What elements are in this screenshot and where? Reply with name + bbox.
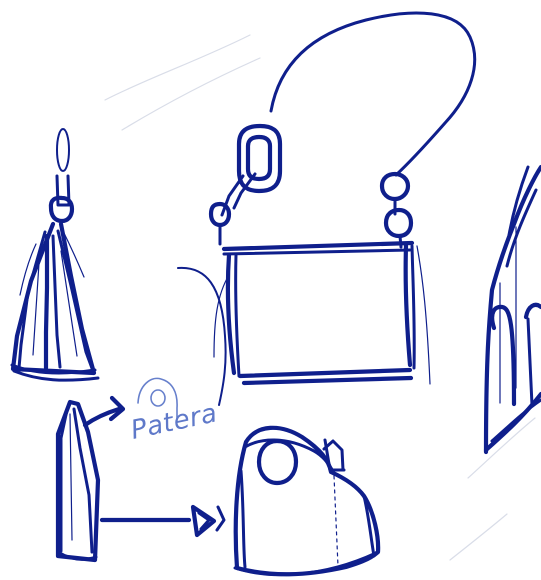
- bottle-highlight: [70, 414, 72, 540]
- faint-guide-line: [468, 418, 535, 478]
- hanger-cable: [271, 13, 475, 175]
- faint-guide-line: [122, 58, 260, 130]
- arrow-head-lower-mark: [217, 507, 224, 530]
- sign-right-edge: [406, 246, 410, 365]
- bag-center-stroke: [46, 236, 47, 368]
- left-clip: [211, 204, 229, 225]
- background-guide-lines: [105, 35, 535, 560]
- tower-arch-right-inner: [528, 319, 532, 405]
- tower-arch-left: [492, 307, 514, 404]
- shopping-bag-handle-window: [259, 441, 296, 483]
- tower-sketch-right: [486, 167, 541, 452]
- shopping-bag-outline: [236, 428, 378, 574]
- sign-left-edge-double: [236, 255, 239, 376]
- tower-base-shadow-double: [492, 400, 541, 441]
- bottle-sketch: [58, 402, 98, 560]
- sign-bottom-edge: [240, 370, 410, 376]
- right-hanger: [382, 174, 408, 199]
- bag-center-stroke-2: [53, 236, 60, 367]
- sign-top-edge-double: [224, 250, 410, 254]
- shopping-bag-inner-left: [241, 471, 245, 567]
- shopping-bag-stitch-line: [334, 476, 338, 566]
- hanging-sign: [178, 13, 475, 405]
- left-hanger-inner: [248, 137, 270, 179]
- sign-bottom-edge-double: [244, 378, 411, 383]
- sign-left-outer-curve: [178, 268, 226, 405]
- patera-note: Patera: [128, 378, 220, 445]
- arrow-head-lower: [193, 507, 214, 535]
- right-clip: [386, 210, 411, 236]
- patera-icon-hole: [151, 390, 165, 406]
- faint-guide-line: [450, 514, 507, 560]
- sign-left-edge: [228, 255, 234, 373]
- sign-right-guide: [417, 246, 430, 384]
- patera-label: Patera: [128, 398, 220, 446]
- sign-right-edge-double: [412, 246, 414, 368]
- shopping-bag-sketch: [235, 428, 378, 575]
- cord-clasp-block: [51, 198, 72, 221]
- faint-guide-line: [105, 35, 250, 100]
- bottle-outline-inner: [61, 410, 67, 551]
- hanging-loop: [57, 129, 69, 171]
- tower-arch-right: [526, 305, 541, 317]
- sign-top-edge: [224, 243, 412, 249]
- hanging-bag-left: [12, 129, 98, 380]
